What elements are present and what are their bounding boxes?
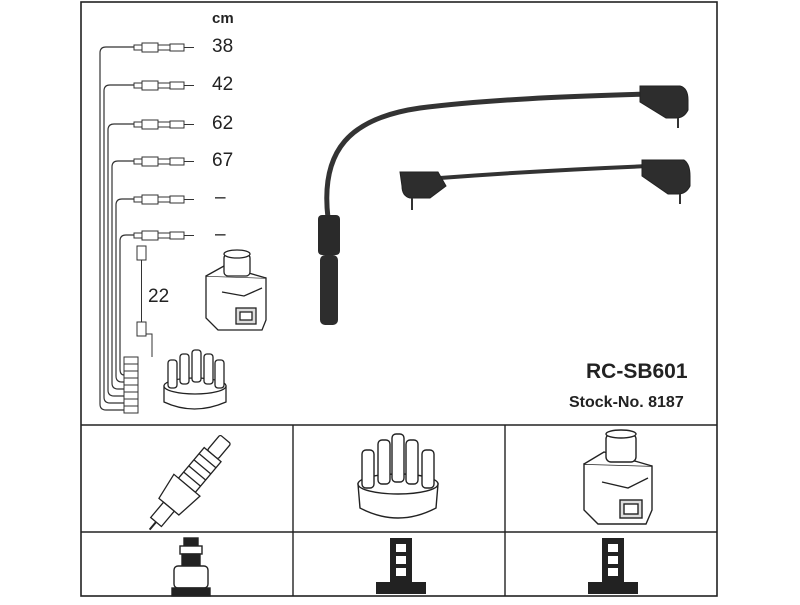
distributor-wire-ends [123, 356, 139, 414]
part-number: RC-SB601 [586, 360, 688, 383]
wire-connectors [133, 42, 194, 241]
distributor-cap-sketch [163, 349, 227, 410]
outer-frame [80, 1, 718, 597]
ignition-coil-icon [583, 429, 653, 525]
coil-lead [136, 245, 153, 357]
distributor-connector-icon [376, 538, 426, 594]
ignition-cable-short [399, 159, 691, 210]
wire-length-6: – [215, 224, 226, 245]
spark-plug-icon [148, 434, 231, 531]
ignition-coil-sketch [205, 249, 267, 331]
coil-lead-length: 22 [148, 286, 170, 307]
wiring-schematic [99, 46, 134, 411]
ignition-cable-long [318, 85, 689, 325]
wire-length-3: 62 [212, 113, 234, 134]
stock-number: Stock-No. 8187 [569, 394, 684, 411]
wire-length-2: 42 [212, 74, 234, 95]
coil-connector-icon [588, 538, 638, 594]
unit-label: cm [212, 10, 234, 27]
plug-connector-icon [171, 537, 211, 597]
distributor-cap-icon [357, 433, 439, 519]
wire-length-5: – [215, 187, 226, 208]
wire-length-4: 67 [212, 150, 234, 171]
wire-length-1: 38 [212, 36, 234, 57]
